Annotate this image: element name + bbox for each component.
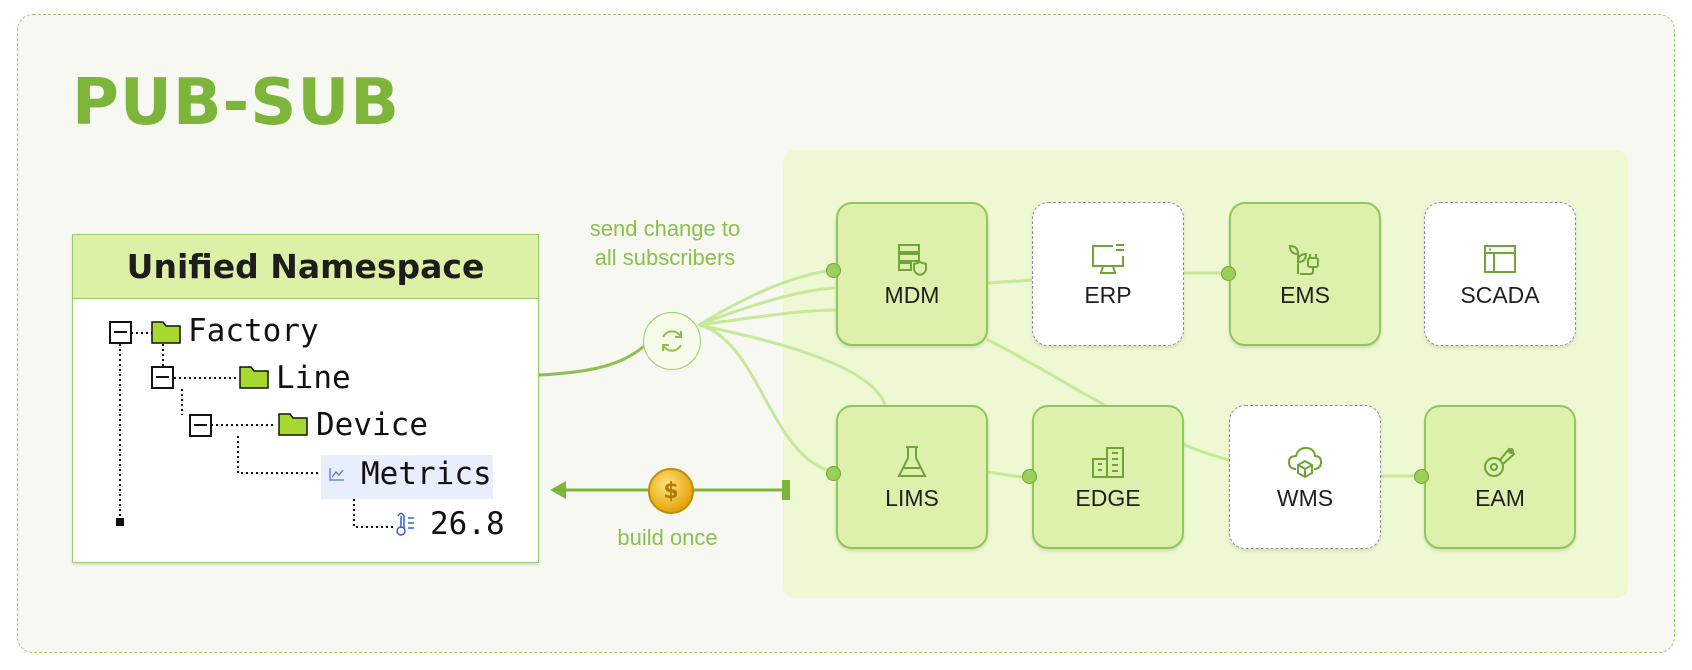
node-edge[interactable]: EDGE [1032,405,1184,549]
desktop-monitor-icon [1092,243,1124,274]
node-label: EMS [1280,281,1330,308]
port-mdm [826,263,841,278]
send-caption-line-1: send change to [589,216,741,241]
folder-icon [278,413,308,436]
send-caption-line-2: all subscribers [594,245,736,270]
folder-icon [239,366,269,389]
node-label: ERP [1084,281,1132,308]
tree-node-factory[interactable]: Factory [188,313,319,349]
metric-value: 26.8 [430,506,505,542]
folder-icon [151,321,181,344]
port-lims [826,466,841,481]
node-erp[interactable]: ERP [1032,202,1184,346]
coin-icon: $ [648,468,694,514]
cloud-box-icon [1287,446,1323,478]
plant-plug-icon [1288,244,1319,275]
server-shield-icon [898,243,927,276]
port-ems [1221,266,1236,281]
node-eam[interactable]: EAM [1424,405,1576,549]
node-label: SCADA [1460,281,1540,308]
node-label: WMS [1276,484,1334,511]
chart-icon [329,468,344,481]
tree-node-line[interactable]: Line [276,360,351,396]
build-caption: build once [617,525,718,550]
page-title: PUB-SUB [72,66,401,140]
robot-arm-icon [1484,447,1516,477]
port-edge [1022,469,1037,484]
tree-node-device[interactable]: Device [316,407,428,443]
sync-icon [643,312,701,370]
node-label: EDGE [1075,484,1141,511]
send-caption: send change to all subscribers [575,214,755,272]
node-scada[interactable]: SCADA [1424,202,1576,346]
node-label: LIMS [885,484,939,511]
node-wms[interactable]: WMS [1229,405,1381,549]
flask-icon [897,445,927,477]
unified-namespace-panel: Unified Namespace [72,234,539,563]
uns-header: Unified Namespace [73,235,538,299]
port-eam [1414,469,1429,484]
app-window-icon [1484,244,1516,273]
node-label: MDM [884,281,940,308]
thermometer-icon [396,512,414,536]
node-label: EAM [1475,484,1525,511]
building-icon [1092,446,1124,478]
tree-node-metrics[interactable]: Metrics [361,456,492,492]
metrics-highlight [321,455,493,499]
node-mdm[interactable]: MDM [836,202,988,346]
node-lims[interactable]: LIMS [836,405,988,549]
node-ems[interactable]: EMS [1229,202,1381,346]
